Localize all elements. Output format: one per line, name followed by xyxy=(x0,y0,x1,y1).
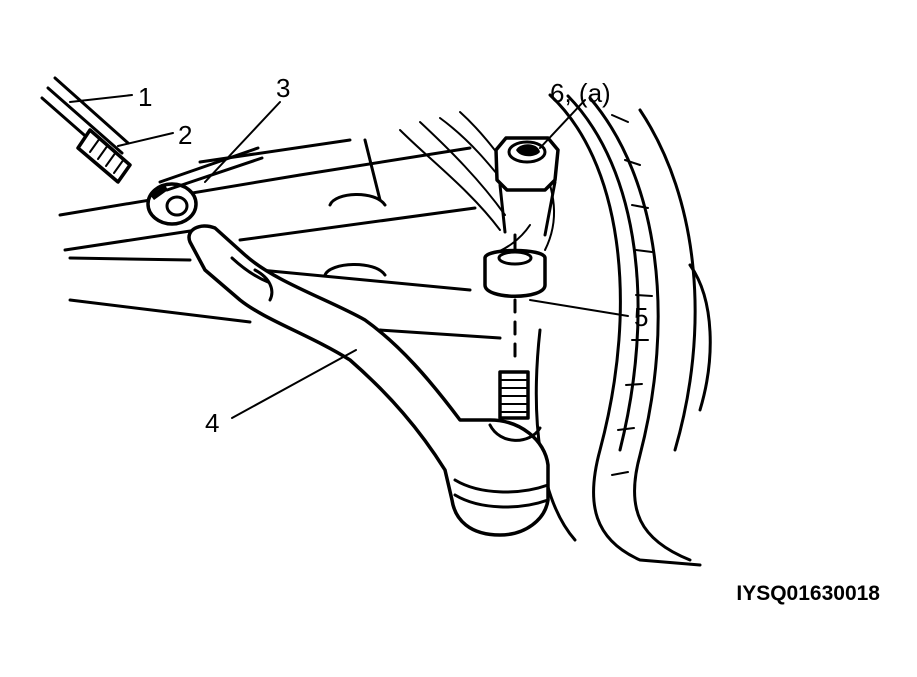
callout-3: 3 xyxy=(276,73,290,103)
figure-id: IYSQ01630018 xyxy=(736,582,880,605)
lock-nut xyxy=(494,136,560,237)
spacer xyxy=(483,233,547,364)
callout-1: 1 xyxy=(138,82,152,112)
callout-6: 6, (a) xyxy=(550,78,611,108)
wheel-tire xyxy=(534,93,712,567)
threaded-pin xyxy=(76,128,132,184)
tie-rod-end xyxy=(187,224,550,537)
castle-nut xyxy=(146,146,264,226)
callout-2: 2 xyxy=(178,120,192,150)
vehicle-frame-lines xyxy=(58,138,502,340)
leader-lines xyxy=(69,94,629,419)
callout-4: 4 xyxy=(205,408,219,438)
callout-5: 5 xyxy=(634,302,648,332)
